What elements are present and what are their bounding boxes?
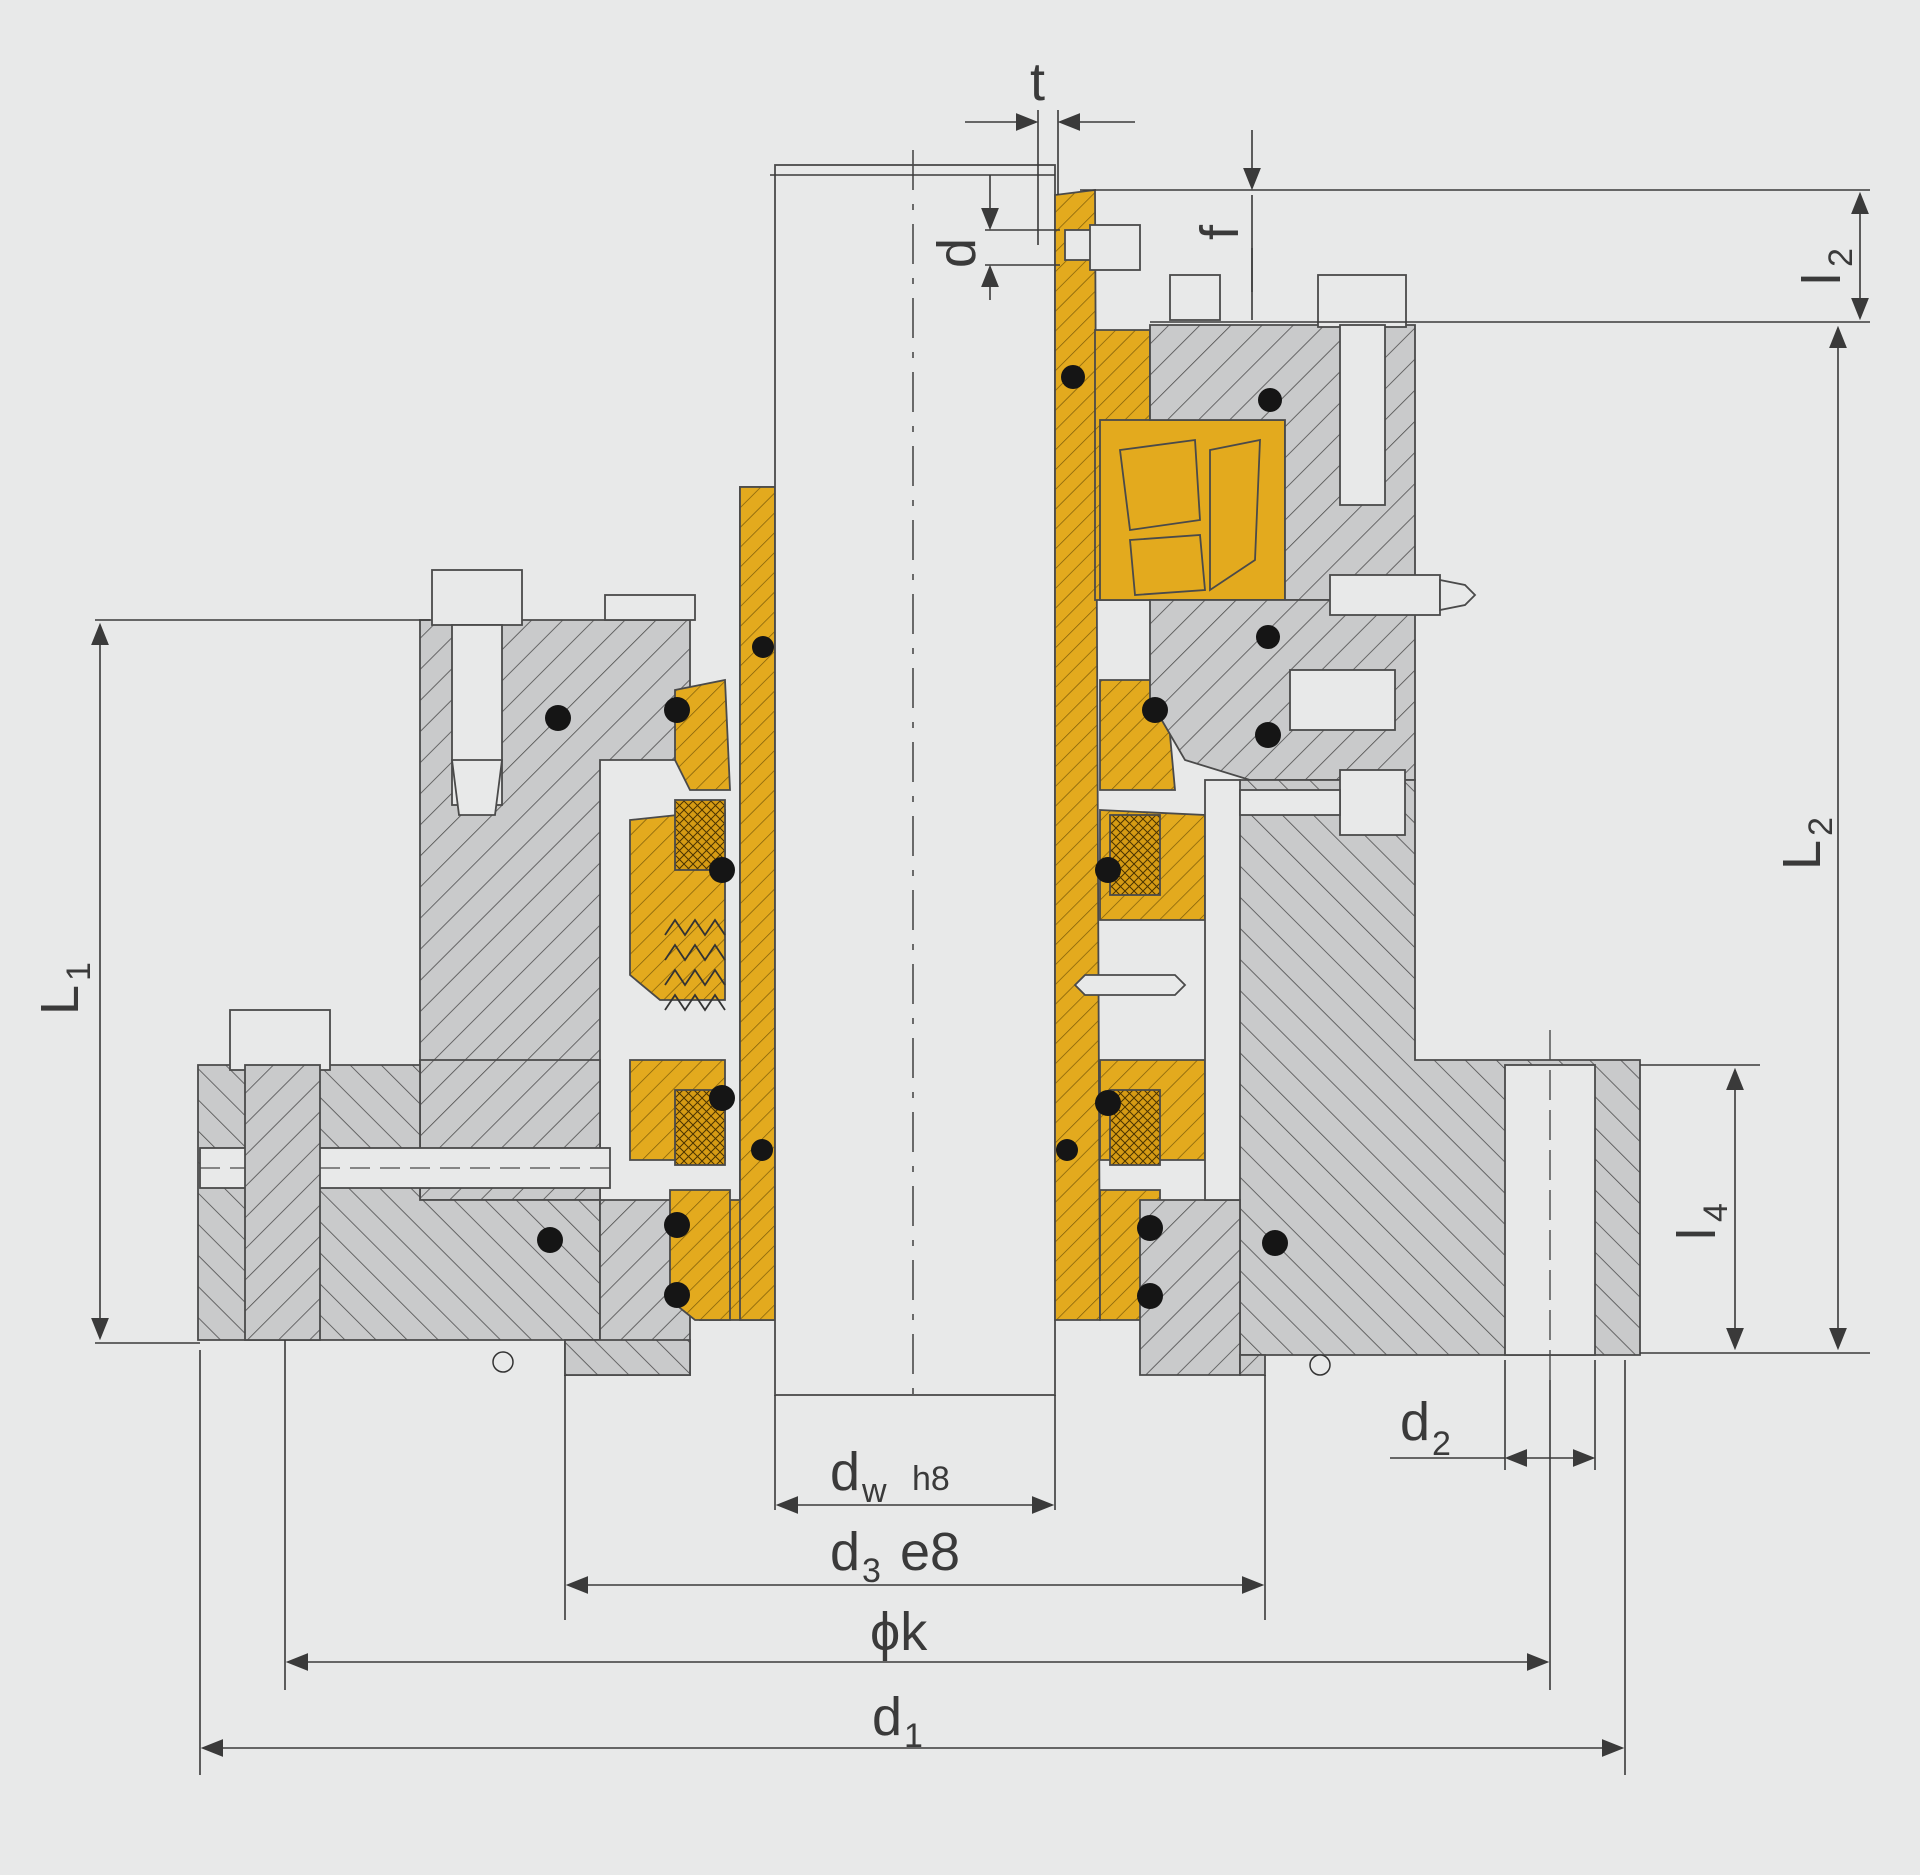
label-L2-main: L	[1772, 840, 1832, 870]
label-d2: d 2	[1400, 1392, 1451, 1463]
label-L2-sub: 2	[1802, 817, 1840, 836]
left-small-seal	[492, 1351, 514, 1373]
label-d3: d 3 e8	[830, 1522, 960, 1590]
label-L1-sub: 1	[60, 962, 98, 981]
label-l4-sub: 4	[1697, 1203, 1735, 1222]
label-L1-main: L	[30, 985, 90, 1015]
label-d: d	[927, 238, 987, 268]
label-l2: l 2	[1792, 248, 1860, 285]
right-housing	[1064, 224, 1641, 1380]
dimension-lines	[91, 110, 1870, 1775]
label-d2-sub: 2	[1432, 1425, 1451, 1463]
label-dw-sub: w	[861, 1472, 887, 1510]
label-L2: L 2	[1772, 817, 1840, 870]
dimension-labels: t d f l 2 L 2 L 1 l 4 d 2 d w h8 d	[30, 52, 1860, 1755]
left-housing	[197, 569, 696, 1376]
label-l4: l 4	[1667, 1203, 1735, 1240]
label-l2-main: l	[1792, 273, 1852, 285]
label-d1: d 1	[872, 1687, 923, 1755]
right-o-rings	[1056, 365, 1288, 1309]
bearing	[1099, 419, 1286, 601]
label-d3-main: d	[830, 1522, 860, 1582]
right-sleeve	[1054, 188, 1206, 1321]
label-l4-main: l	[1667, 1228, 1727, 1240]
label-d3-sub: 3	[862, 1552, 881, 1590]
label-dw: d w h8	[830, 1442, 950, 1510]
label-d2-main: d	[1400, 1392, 1430, 1452]
shaft	[774, 150, 1056, 1400]
label-d1-main: d	[872, 1687, 902, 1747]
label-dw-main: d	[830, 1442, 860, 1502]
label-d3-tol: e8	[900, 1522, 960, 1582]
label-dw-tol: h8	[912, 1460, 950, 1498]
label-t: t	[1030, 52, 1045, 112]
label-l2-sub: 2	[1822, 248, 1860, 267]
left-o-rings	[537, 636, 774, 1308]
label-L1: L 1	[30, 962, 98, 1015]
right-small-seal	[1309, 1354, 1331, 1376]
label-d1-sub: 1	[904, 1717, 923, 1755]
label-f: f	[1190, 224, 1250, 240]
label-k: ϕk	[870, 1602, 928, 1662]
